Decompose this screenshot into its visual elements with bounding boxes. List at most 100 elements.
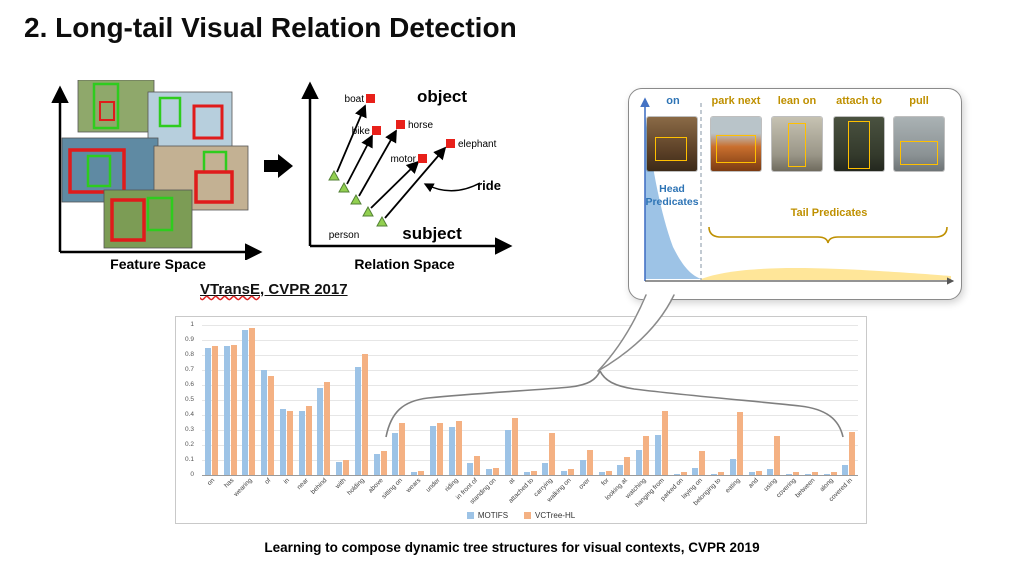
bar-vctree-hl [661, 410, 668, 475]
bar-vctree-hl [849, 431, 856, 475]
arrow-shaft [264, 160, 278, 172]
x-tick-label: for [599, 477, 611, 488]
bottom-citation: Learning to compose dynamic tree structu… [264, 540, 760, 555]
gridline [202, 475, 858, 476]
bar-motifs [223, 346, 230, 475]
bar-vctree-hl [511, 418, 518, 475]
bar-motifs [242, 329, 249, 475]
entity-label-horse: horse [408, 120, 433, 131]
y-tick-label: 0.9 [184, 336, 194, 343]
bar-group: hanging from [635, 325, 671, 509]
x-tick-label: covering [775, 477, 798, 500]
bar-motifs [711, 473, 718, 475]
bar-vctree-hl [699, 451, 706, 475]
y-tick-label: 0 [190, 471, 194, 478]
legend-swatch [466, 512, 474, 519]
predicate-example-image [894, 117, 944, 171]
bar-vctree-hl [680, 472, 687, 475]
relation-space-caption: Relation Space [354, 256, 455, 272]
object-label: object [417, 87, 467, 106]
y-tick-label: 0.1 [184, 456, 194, 463]
y-tick-label: 0.4 [184, 411, 194, 418]
bar-group: of [258, 325, 277, 486]
bounding-box-red [68, 148, 126, 194]
bar-motifs [561, 470, 568, 475]
bar-group: at [502, 325, 521, 486]
bar-vctree-hl [211, 346, 218, 475]
x-tick-label: eating [723, 477, 742, 495]
bar-vctree-hl [399, 422, 406, 475]
bar-motifs [804, 473, 811, 475]
bar-motifs [298, 410, 305, 475]
bar-group: under [425, 325, 446, 494]
bar-group: parked on [660, 325, 690, 502]
gridline [202, 460, 858, 461]
relation-arrow [346, 134, 373, 185]
bar-motifs [654, 434, 661, 475]
bar-motifs [317, 388, 324, 475]
bounding-box-green [92, 82, 120, 130]
y-tick-label: 0.8 [184, 351, 194, 358]
bar-group: carrying [533, 325, 559, 498]
bar-motifs [579, 460, 586, 475]
slide-title: 2. Long-tail Visual Relation Detection [24, 12, 517, 43]
gridline [202, 340, 858, 341]
bar-group: over [577, 325, 596, 491]
bar-motifs [636, 449, 643, 475]
bar-group: looking at [604, 325, 634, 502]
bar-vctree-hl [624, 457, 631, 475]
legend-item: MOTIFS [466, 511, 508, 520]
bounding-box-yellow [788, 123, 806, 167]
bar-vctree-hl [830, 472, 837, 475]
bar-vctree-hl [774, 436, 781, 475]
bar-vctree-hl [361, 353, 368, 475]
bar-motifs [673, 473, 680, 475]
x-tick-label: riding [443, 477, 461, 494]
bar-motifs [411, 472, 418, 475]
bar-group: above [368, 325, 390, 494]
bar-vctree-hl [811, 472, 818, 475]
ride-pointer-arrow [423, 182, 481, 193]
object-square [446, 139, 455, 148]
bar-group: and [746, 325, 765, 490]
bar-group: laying on [680, 325, 709, 500]
predicate-example-image [711, 117, 761, 171]
object-square [372, 126, 381, 135]
x-tick-label: under [424, 477, 442, 494]
y-tick-label: 0.3 [184, 426, 194, 433]
predicate-example-image [647, 117, 697, 171]
bar-vctree-hl [568, 469, 575, 475]
bar-motifs [617, 464, 624, 475]
bar-vctree-hl [230, 344, 237, 475]
bar-group: on [202, 325, 221, 487]
vtranse-name: VTransE [200, 281, 261, 298]
x-tick-label: on [206, 477, 217, 488]
x-tick-label: with [334, 477, 348, 491]
x-tick-label: over [577, 477, 592, 491]
transform-arrow-icon [264, 154, 293, 178]
bar-vctree-hl [530, 470, 537, 475]
subject-triangle [338, 181, 350, 193]
bar-group: in [277, 325, 296, 486]
bar-vctree-hl [793, 472, 800, 475]
y-tick-label: 0.5 [184, 396, 194, 403]
y-tick-label: 1 [190, 321, 194, 328]
bar-motifs [692, 467, 699, 475]
bar-motifs [261, 370, 268, 475]
bar-group: wears [405, 325, 427, 494]
bar-vctree-hl [249, 328, 256, 475]
legend-swatch [524, 512, 532, 519]
bar-group: watching [624, 325, 652, 500]
head-predicates-label: Head Predicates [637, 183, 707, 209]
entity-label-motor: motor [390, 154, 416, 165]
bar-motifs [448, 427, 455, 475]
bar-vctree-hl [324, 382, 331, 475]
bar-group: near [296, 325, 315, 491]
bounding-box-green [86, 154, 112, 188]
x-tick-label: near [295, 477, 311, 492]
y-tick-label: 0.7 [184, 366, 194, 373]
bar-motifs [767, 469, 774, 475]
legend-item: VCTree-HL [524, 511, 575, 520]
gridline [202, 370, 858, 371]
